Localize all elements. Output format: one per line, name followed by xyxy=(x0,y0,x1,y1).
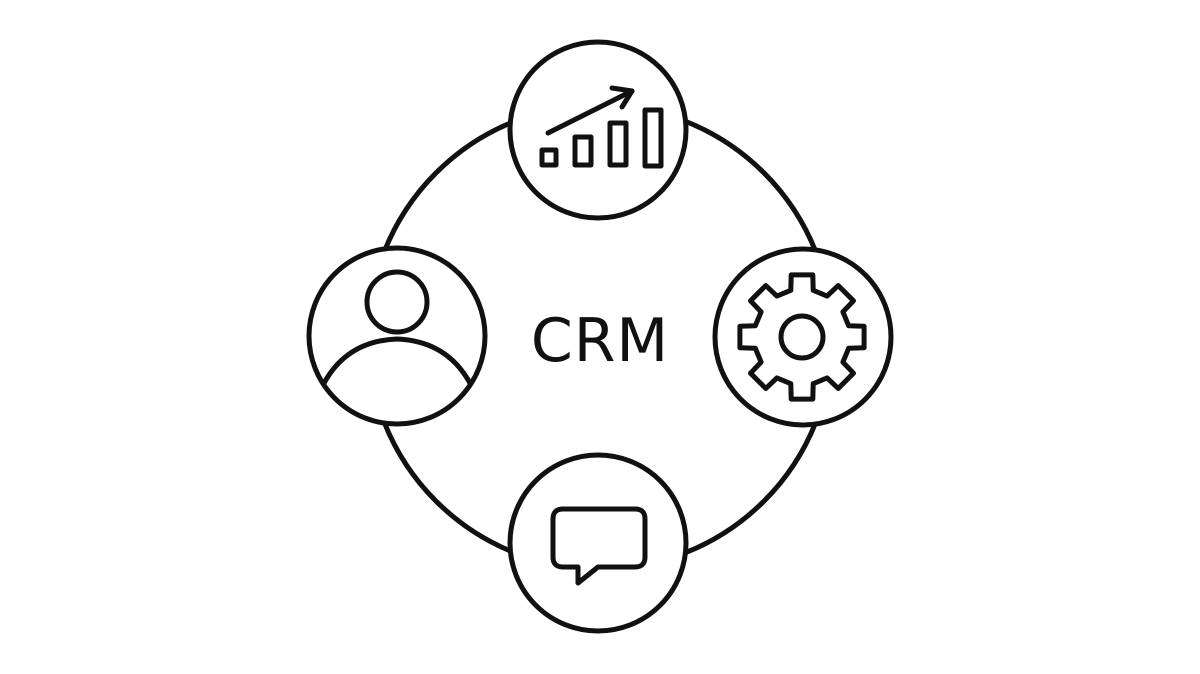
node-communication xyxy=(507,452,689,634)
crm-center-label: CRM xyxy=(531,306,669,376)
node-customer xyxy=(306,245,488,427)
user-profile-icon xyxy=(319,269,475,390)
node-settings xyxy=(712,246,894,428)
node-analytics xyxy=(507,39,689,221)
gear-icon xyxy=(737,272,867,402)
bar-chart-growth-icon xyxy=(539,85,664,169)
chat-bubble-icon xyxy=(550,506,648,586)
